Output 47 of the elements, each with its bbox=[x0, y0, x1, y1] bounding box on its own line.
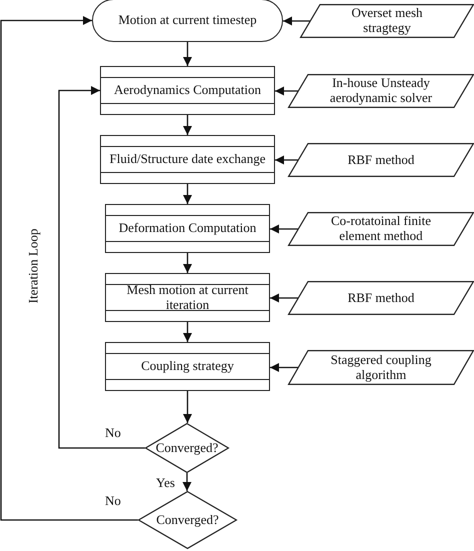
arrow bbox=[183, 115, 192, 135]
process-box bbox=[105, 342, 270, 391]
node-text: Mesh motion at current iteration bbox=[106, 284, 269, 311]
node-text: Coupling strategy bbox=[106, 353, 269, 380]
arrow bbox=[275, 86, 298, 96]
process-box bbox=[100, 66, 275, 115]
arrow bbox=[183, 391, 192, 423]
arrow bbox=[182, 473, 192, 491]
arrow bbox=[270, 294, 298, 302]
arrow bbox=[275, 156, 298, 164]
arrow bbox=[183, 322, 192, 342]
arrow bbox=[0, 16, 138, 521]
input-parallelogram bbox=[288, 143, 474, 177]
node-text: In-house Unsteady aerodynamic solver bbox=[328, 76, 434, 106]
node-text: Staggered coupling algorithm bbox=[330, 352, 432, 382]
decision-diamond bbox=[138, 491, 237, 549]
arrow bbox=[183, 42, 192, 66]
node-text: Overset mesh stragtegy bbox=[350, 6, 424, 36]
decision-text: Converged? bbox=[156, 512, 219, 528]
loop-label: Iteration Loop bbox=[25, 228, 42, 304]
node-text: Aerodynamics Computation bbox=[101, 77, 274, 104]
process-box bbox=[105, 204, 270, 253]
edge-label: Yes bbox=[155, 476, 176, 490]
terminator-shape bbox=[92, 0, 283, 42]
input-parallelogram bbox=[288, 74, 474, 108]
arrow bbox=[58, 86, 145, 449]
process-box bbox=[105, 273, 270, 322]
node-text: RBF method bbox=[348, 290, 414, 306]
input-parallelogram bbox=[300, 4, 474, 38]
node-text: Deformation Computation bbox=[106, 215, 269, 242]
arrow bbox=[183, 253, 192, 273]
arrow bbox=[283, 16, 310, 26]
decision-text: Converged? bbox=[156, 440, 218, 456]
arrow bbox=[270, 224, 298, 234]
arrow bbox=[270, 363, 298, 372]
input-parallelogram bbox=[288, 281, 474, 315]
arrow bbox=[183, 184, 192, 204]
process-box bbox=[100, 135, 275, 184]
input-parallelogram bbox=[288, 350, 474, 385]
node-text: Fluid/Structure date exchange bbox=[101, 146, 274, 173]
decision-diamond bbox=[145, 423, 229, 473]
edge-label: No bbox=[104, 494, 122, 508]
node-text: RBF method bbox=[348, 152, 414, 168]
node-text: Co-rotatoinal finite element method bbox=[330, 214, 432, 244]
node-text: Motion at current timestep bbox=[118, 13, 257, 28]
input-parallelogram bbox=[288, 212, 474, 246]
edge-label: No bbox=[104, 426, 122, 440]
